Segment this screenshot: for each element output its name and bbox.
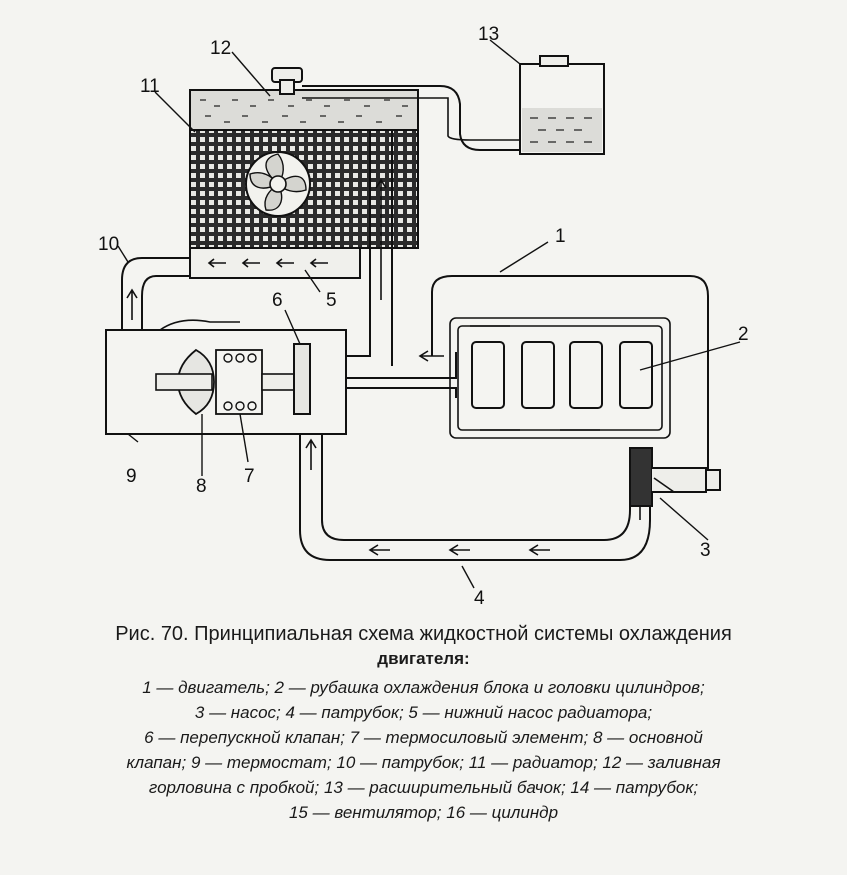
label-6: 6 xyxy=(272,290,283,311)
filler-neck-with-cap xyxy=(271,67,303,95)
label-12: 12 xyxy=(210,38,231,59)
cooling-system-diagram: 1 2 3 4 5 6 7 8 9 10 11 12 13 xyxy=(98,24,749,609)
caption-line: горловина с пробкой; 13 — расширительный… xyxy=(148,778,699,797)
caption-line: клапан; 9 — термостат; 10 — патрубок; 11… xyxy=(126,753,721,772)
radiator xyxy=(189,89,419,249)
label-11: 11 xyxy=(140,76,160,97)
caption-subtitle: двигателя: xyxy=(377,649,470,668)
expansion-tank xyxy=(519,55,605,155)
water-pump xyxy=(629,447,721,507)
label-5: 5 xyxy=(326,290,337,311)
fan-icon xyxy=(245,151,311,217)
pipes xyxy=(121,85,651,561)
caption-line: 15 — вентилятор; 16 — цилиндр xyxy=(288,803,559,822)
leader-lines xyxy=(117,39,741,589)
engine-block xyxy=(431,275,709,471)
thermostat xyxy=(105,319,347,435)
caption-line: 6 — перепускной клапан; 7 — термосиловый… xyxy=(144,728,703,747)
label-13: 13 xyxy=(478,24,499,45)
label-9: 9 xyxy=(126,466,137,487)
caption-line: 3 — насос; 4 — патрубок; 5 — нижний насо… xyxy=(194,703,653,722)
cylinders xyxy=(471,341,653,409)
label-2: 2 xyxy=(738,324,749,345)
figure-caption: Рис. 70. Принципиальная схема жидкостной… xyxy=(20,622,827,825)
caption-line: 1 — двигатель; 2 — рубашка охлаждения бл… xyxy=(142,678,705,697)
label-3: 3 xyxy=(700,540,711,561)
label-10: 10 xyxy=(98,234,119,255)
radiator-lower-tank xyxy=(189,247,361,279)
label-4: 4 xyxy=(474,588,485,609)
label-8: 8 xyxy=(196,476,207,497)
caption-title: Рис. 70. Принципиальная схема жидкостной… xyxy=(115,623,732,645)
radiator-upper-tank xyxy=(189,89,419,131)
part-labels: 1 2 3 4 5 6 7 8 9 10 11 12 13 xyxy=(98,24,749,609)
label-7: 7 xyxy=(244,466,255,487)
bypass-valve xyxy=(293,343,311,415)
label-1: 1 xyxy=(555,226,566,247)
